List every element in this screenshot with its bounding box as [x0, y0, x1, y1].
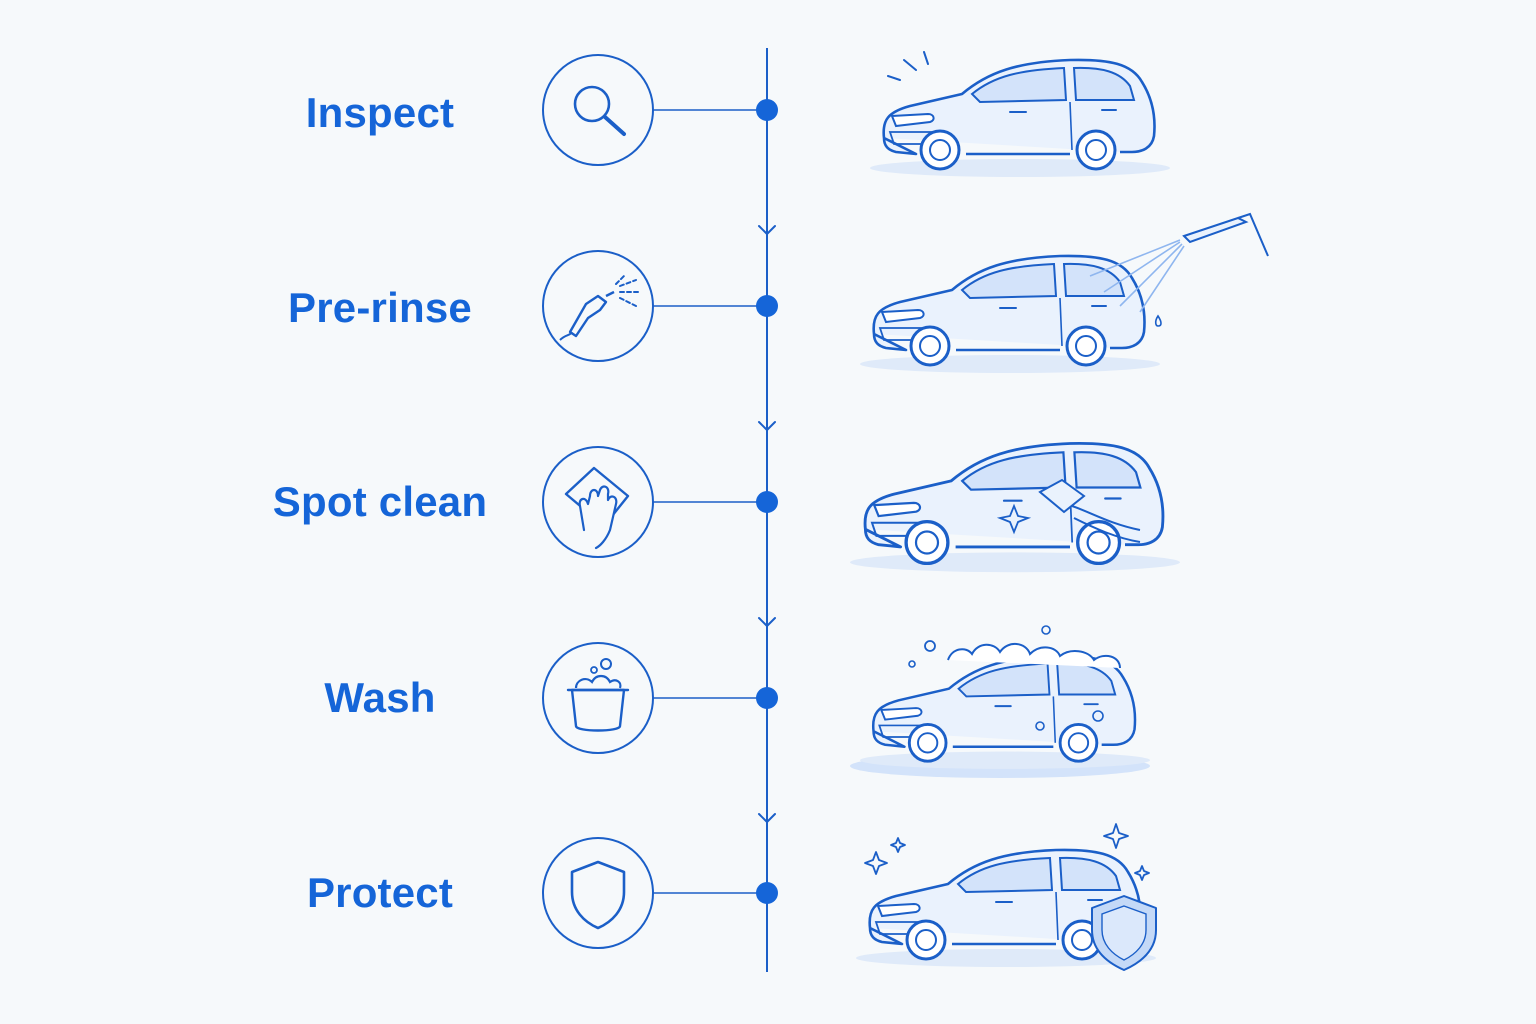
car-foam-wash-illustration [850, 625, 1150, 778]
timeline-dot [756, 99, 778, 121]
step-protect [542, 823, 1157, 971]
pressure-washer-icon [1182, 212, 1269, 257]
car-inspect-illustration [870, 51, 1170, 179]
timeline-dot [756, 687, 778, 709]
chevron-down-icon [758, 225, 776, 235]
sparkle-icon [864, 823, 1150, 881]
chevron-down-icon [758, 813, 776, 823]
step-label-spot-clean: Spot clean [272, 478, 488, 525]
step-spot-clean [542, 441, 1180, 575]
chevron-down-icon [758, 421, 776, 431]
spray-nozzle-icon [559, 275, 641, 341]
car-pressure-rinse-illustration [860, 212, 1269, 375]
step-pre-rinse [542, 212, 1269, 375]
magnifier-icon [573, 85, 626, 136]
step-inspect [542, 51, 1170, 179]
soap-bucket-icon [566, 658, 630, 732]
timeline-dot [756, 295, 778, 317]
step-label-pre-rinse: Pre-rinse [288, 284, 472, 331]
timeline-dot [756, 491, 778, 513]
timeline-dot [756, 882, 778, 904]
icon-ring [542, 837, 654, 949]
shield-icon [570, 860, 626, 930]
car-hand-wipe-illustration [850, 441, 1180, 575]
step-label-wash: Wash [324, 674, 436, 721]
car-shield-sparkle-illustration [856, 823, 1157, 971]
step-wash [542, 625, 1150, 778]
hand-cloth-icon [564, 466, 630, 550]
step-label-inspect: Inspect [305, 89, 455, 136]
icon-ring [542, 642, 654, 754]
step-label-protect: Protect [306, 869, 454, 916]
chevron-down-icon [758, 617, 776, 627]
icon-ring [542, 54, 654, 166]
